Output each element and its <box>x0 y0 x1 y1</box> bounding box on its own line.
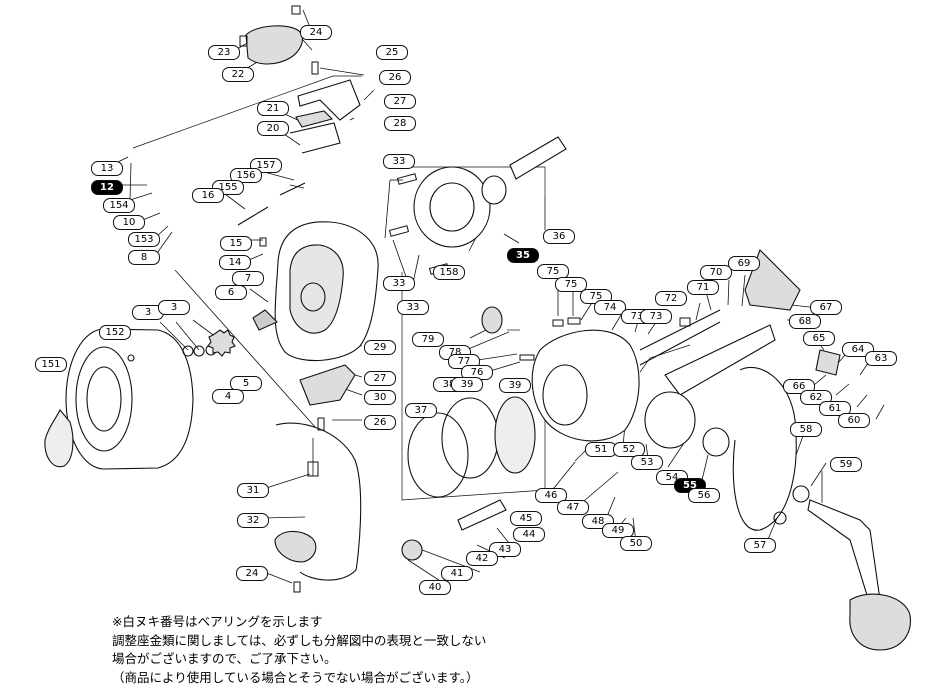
spool-assembly <box>44 328 236 470</box>
small-screws <box>239 5 691 593</box>
part-number: 31 <box>237 483 269 498</box>
part-number: 16 <box>192 188 224 203</box>
part-number: 53 <box>631 455 663 470</box>
part-number: 47 <box>557 500 589 515</box>
part-number: 43 <box>489 542 521 557</box>
note-line: （商品により使用している場合とそうでない場合がございます。） <box>112 669 479 685</box>
part-number: 50 <box>620 536 652 551</box>
part-number: 4 <box>212 389 244 404</box>
part-number: 44 <box>513 527 545 542</box>
part-number: 23 <box>208 45 240 60</box>
part-number: 7 <box>232 271 264 286</box>
part-number: 6 <box>215 285 247 300</box>
part-number: 37 <box>405 403 437 418</box>
part-number: 40 <box>419 580 451 595</box>
part-number: 36 <box>543 229 575 244</box>
bearing-part-number: 35 <box>507 248 539 263</box>
part-number: 26 <box>379 70 411 85</box>
handle-assembly <box>773 349 911 651</box>
rotor-assembly <box>237 25 379 581</box>
part-number: 27 <box>384 94 416 109</box>
part-number: 22 <box>222 67 254 82</box>
part-number: 151 <box>35 357 67 372</box>
part-number: 5 <box>230 376 262 391</box>
part-number: 75 <box>555 277 587 292</box>
note-line: ※白ヌキ番号はベアリングを示します <box>112 614 323 629</box>
part-number: 8 <box>128 250 160 265</box>
part-number: 13 <box>91 161 123 176</box>
part-number: 24 <box>236 566 268 581</box>
part-number: 33 <box>383 276 415 291</box>
part-number: 21 <box>257 101 289 116</box>
part-number: 41 <box>441 566 473 581</box>
part-number: 28 <box>384 116 416 131</box>
part-number: 79 <box>412 332 444 347</box>
part-number: 39 <box>499 378 531 393</box>
part-number: 65 <box>803 331 835 346</box>
part-number: 26 <box>364 415 396 430</box>
part-number: 33 <box>397 300 429 315</box>
part-number: 60 <box>838 413 870 428</box>
part-number: 154 <box>103 198 135 213</box>
part-number: 29 <box>364 340 396 355</box>
part-number: 68 <box>789 314 821 329</box>
part-number: 59 <box>830 457 862 472</box>
part-number: 10 <box>113 215 145 230</box>
part-number: 24 <box>300 25 332 40</box>
note-line: 調整座金類に関しましては、必ずしも分解図中の表現と一致しない <box>112 632 487 648</box>
part-number: 57 <box>744 538 776 553</box>
note-line: 場合がございますので、ご了承下さい。 <box>112 651 337 666</box>
part-number: 33 <box>383 154 415 169</box>
part-number: 63 <box>865 351 897 366</box>
part-number: 73 <box>640 309 672 324</box>
part-number: 39 <box>451 377 483 392</box>
part-number: 61 <box>819 401 851 416</box>
part-number: 27 <box>364 371 396 386</box>
notes-block: ※白ヌキ番号はベアリングを示します 調整座金類に関しましては、必ずしも分解図中の… <box>112 613 486 687</box>
part-number: 72 <box>655 291 687 306</box>
part-number: 49 <box>602 523 634 538</box>
part-number: 153 <box>128 232 160 247</box>
part-number: 156 <box>230 168 262 183</box>
part-number: 30 <box>364 390 396 405</box>
part-number: 71 <box>687 280 719 295</box>
part-number: 3 <box>158 300 190 315</box>
part-number: 56 <box>688 488 720 503</box>
part-number: 42 <box>466 551 498 566</box>
part-number: 32 <box>237 513 269 528</box>
part-number: 67 <box>810 300 842 315</box>
part-number: 20 <box>257 121 289 136</box>
body-gears <box>401 136 801 561</box>
part-number: 75 <box>537 264 569 279</box>
part-number: 70 <box>700 265 732 280</box>
part-number: 45 <box>510 511 542 526</box>
part-number: 69 <box>728 256 760 271</box>
assembly-frames <box>132 75 691 501</box>
part-number: 158 <box>433 265 465 280</box>
part-number: 14 <box>219 255 251 270</box>
part-number: 58 <box>790 422 822 437</box>
part-number: 15 <box>220 236 252 251</box>
bearing-part-number: 12 <box>91 180 123 195</box>
part-number: 46 <box>535 488 567 503</box>
part-number: 52 <box>613 442 645 457</box>
part-number: 74 <box>594 300 626 315</box>
part-number: 25 <box>376 45 408 60</box>
part-number: 152 <box>99 325 131 340</box>
